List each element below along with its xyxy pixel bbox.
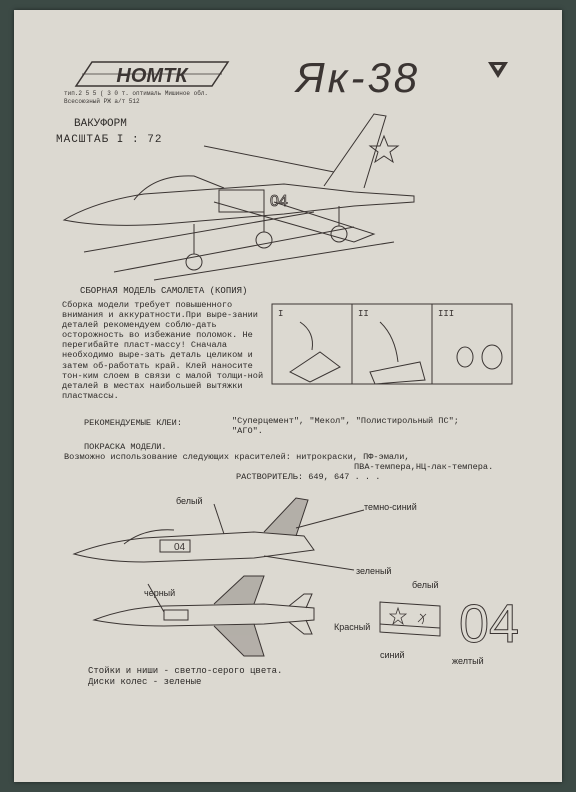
naval-flag <box>379 601 441 637</box>
label-white-flag: белый <box>412 580 439 590</box>
publisher-info: тип.2 5 5 ( 3 0 т. оптималь Мишиное обл.… <box>64 90 224 106</box>
footer-line-1: Стойки и ниши - светло-серого цвета. <box>88 666 283 676</box>
diagram-number: 04 <box>174 542 186 553</box>
assembly-instructions: Сборка модели требует повышенного вниман… <box>62 300 264 401</box>
tail-number-text: 04 <box>459 594 519 648</box>
glue-list: "Суперцемент", "Мекол", "Полистирольный … <box>232 416 522 436</box>
tail-number-drawing: 04 <box>458 594 519 649</box>
color-scheme-diagram: белый темно-синий зеленый черный 04 <box>72 496 417 657</box>
label-black: черный <box>144 588 175 598</box>
painting-text-line-1: Возможно использование следующих красите… <box>64 452 410 462</box>
model-scale: МАСШТАБ I : 72 <box>56 134 163 146</box>
step-2-label: II <box>358 309 369 319</box>
painting-text-line-2: ПВА-темпера,НЦ-лак-темпера. <box>354 462 494 472</box>
model-type: ВАКУФОРМ <box>74 118 127 130</box>
logo-text: НОМТК <box>116 65 189 87</box>
label-white-top: белый <box>176 496 203 506</box>
glue-list-line-2: "АГО". <box>232 426 263 436</box>
label-dark-blue: темно-синий <box>364 502 417 512</box>
aircraft-number: 04 <box>270 193 288 210</box>
step-3-label: III <box>438 309 454 319</box>
assembly-steps: I II III <box>271 303 513 385</box>
step-1-label: I <box>278 309 283 319</box>
glue-list-line-1: "Суперцемент", "Мекол", "Полистирольный … <box>232 416 459 426</box>
solvent-text: РАСТВОРИТЕЛЬ: 649, 647 . . . <box>236 472 381 482</box>
glue-label: РЕКОМЕНДУЕМЫЕ КЛЕИ: <box>84 418 182 428</box>
assembly-title: СБОРНАЯ МОДЕЛЬ САМОЛЕТА (КОПИЯ) <box>80 286 248 296</box>
label-yellow: желтый <box>452 656 484 666</box>
label-red: Красный <box>334 622 371 632</box>
page-title: Як-38 <box>296 54 421 101</box>
footer-line-2: Диски колес - зеленые <box>88 677 202 687</box>
aircraft-illustration: 04 <box>62 113 415 281</box>
pub-line-2: Всесоюзный РЖ а/т 512 <box>64 98 140 105</box>
footer-notes: Стойки и ниши - светло-серого цвета. Дис… <box>88 666 282 688</box>
triangle-emblem-icon <box>488 62 508 78</box>
label-green: зеленый <box>356 566 391 576</box>
brand-logo: НОМТК <box>74 61 230 87</box>
painting-title: ПОКРАСКА МОДЕЛИ. <box>84 442 167 452</box>
label-blue: синий <box>380 650 405 660</box>
instruction-sheet: НОМТК тип.2 5 5 ( 3 0 т. оптималь Мишино… <box>14 10 562 782</box>
pub-line-1: тип.2 5 5 ( 3 0 т. оптималь Мишиное обл. <box>64 90 209 97</box>
